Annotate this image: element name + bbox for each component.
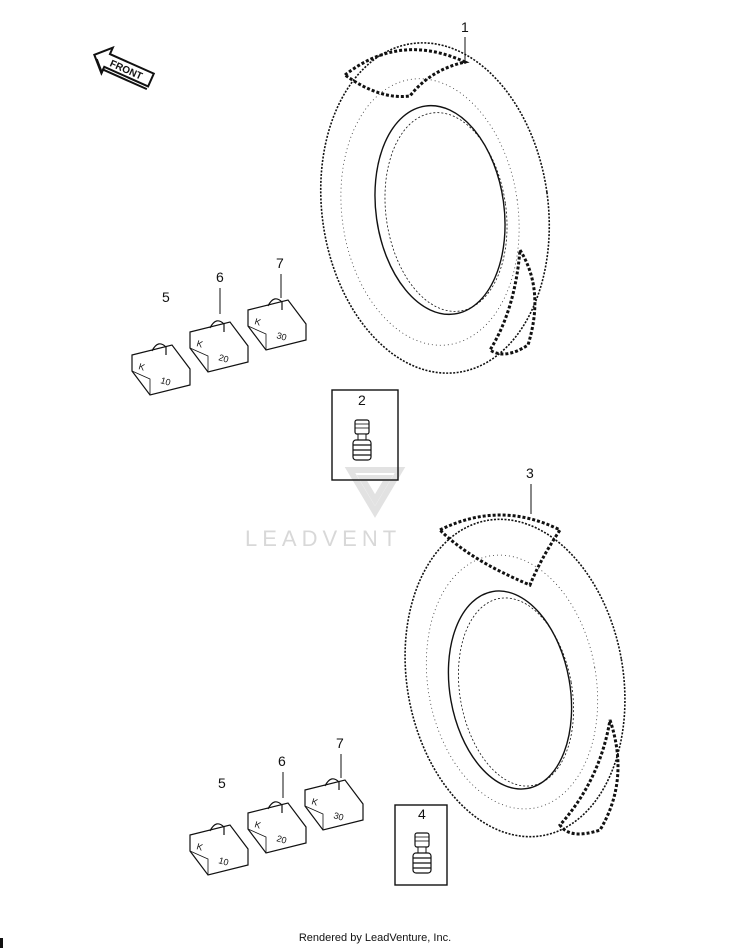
weight-30-lower-letter: K xyxy=(310,796,319,807)
weight-10-lower-num: 10 xyxy=(217,855,229,867)
weight-10-upper: K 10 xyxy=(131,343,191,396)
callout-tire-upper: 1 xyxy=(461,19,469,35)
valve-upper-box xyxy=(331,389,399,481)
callout-weight-30-lower: 7 xyxy=(336,735,344,751)
weight-20-upper-letter: K xyxy=(195,338,204,349)
weight-30-lower-num: 30 xyxy=(332,810,344,822)
weight-30-lower: K 30 xyxy=(304,778,364,831)
weights-upper: K 10 5 K 20 6 K 30 7 xyxy=(131,255,307,396)
valve-lower: 4 xyxy=(394,804,448,886)
weight-10-upper-num: 10 xyxy=(159,375,171,387)
weight-20-upper: K 20 xyxy=(189,320,249,373)
callout-valve-lower: 4 xyxy=(418,806,426,822)
callout-valve-upper: 2 xyxy=(358,392,366,408)
weight-20-lower-letter: K xyxy=(253,819,262,830)
callout-weight-20-upper: 6 xyxy=(216,269,224,285)
front-arrow-icon: FRONT xyxy=(93,45,156,91)
weight-30-upper-num: 30 xyxy=(275,330,287,342)
callout-weight-30-upper: 7 xyxy=(276,255,284,271)
watermark: LEADVENT xyxy=(245,467,406,551)
tire-upper: 1 xyxy=(319,19,551,374)
callout-tire-lower: 3 xyxy=(526,465,534,481)
weight-20-upper-num: 20 xyxy=(217,352,229,364)
callout-weight-10-lower: 5 xyxy=(218,775,226,791)
callout-weight-20-lower: 6 xyxy=(278,753,286,769)
weight-30-upper-letter: K xyxy=(253,316,262,327)
callout-weight-10-upper: 5 xyxy=(162,289,170,305)
weight-10-upper-letter: K xyxy=(137,361,146,372)
valve-upper: 2 xyxy=(331,389,399,481)
footer-credit: Rendered by LeadVenture, Inc. xyxy=(298,932,452,944)
valve-lower-box xyxy=(394,804,448,886)
weight-20-lower: K 20 xyxy=(247,801,307,854)
weight-20-lower-num: 20 xyxy=(275,833,287,845)
weight-10-lower-letter: K xyxy=(195,841,204,852)
weights-lower: K 10 5 K 20 6 K 30 7 xyxy=(189,735,364,876)
watermark-text: LEADVENT xyxy=(245,526,401,551)
edge-mark xyxy=(0,938,3,948)
weight-10-lower: K 10 xyxy=(189,823,249,876)
tire-lower: 3 xyxy=(404,465,626,838)
weight-30-upper: K 30 xyxy=(247,298,307,351)
